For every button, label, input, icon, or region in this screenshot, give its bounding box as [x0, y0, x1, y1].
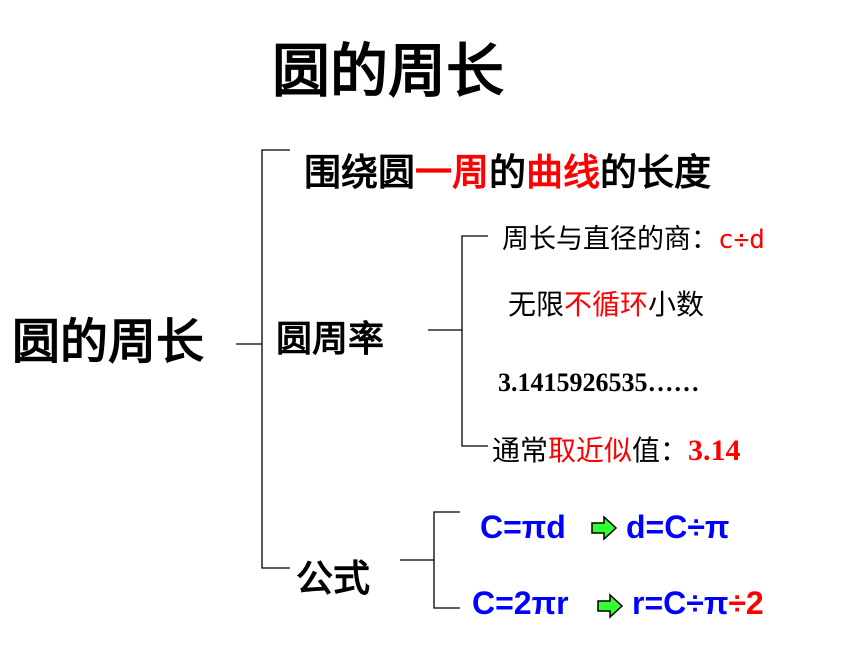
page-title: 圆的周长: [272, 37, 505, 105]
pi-ratio-line: 周长与直径的商：c÷d: [502, 226, 765, 253]
definition-text: 的: [489, 151, 526, 194]
formula-radius-divide-two: ÷2: [728, 585, 764, 621]
pi-nature-text: 小数: [648, 288, 705, 321]
root-node: 圆的周长: [12, 314, 205, 370]
formula-circumference-radius: C=2πr: [472, 585, 569, 621]
formula-radius: r=C÷π÷2: [632, 587, 764, 619]
pi-approx-value: 3.14: [688, 434, 741, 467]
pi-ratio-text: 周长与直径的商：: [502, 224, 718, 255]
formula-circumference-diameter: C=πd: [480, 509, 566, 545]
definition-text: 的长度: [600, 151, 711, 194]
pi-approx-text: 值：: [632, 434, 689, 467]
formula-radius-main: r=C÷π: [632, 585, 729, 621]
definition-highlight-yizhou: 一周: [415, 151, 489, 194]
definition-line: 围绕圆一周的曲线的长度: [304, 154, 711, 191]
pi-digits: 3.1415926535……: [498, 368, 700, 397]
definition-highlight-quxian: 曲线: [526, 151, 600, 194]
pi-approx-line: 通常取近似值：3.14: [492, 436, 741, 466]
formula-node: 公式: [296, 557, 370, 600]
pi-approx-text: 通常: [492, 434, 549, 467]
pi-approx-highlight: 取近似: [548, 434, 633, 467]
definition-text: 围绕圆: [304, 151, 415, 194]
pi-nature-line: 无限不循环小数: [508, 291, 704, 319]
pi-node: 圆周率: [276, 319, 385, 360]
pi-nature-highlight: 不循环: [564, 288, 649, 321]
formula-diameter: d=C÷π: [626, 509, 730, 545]
pi-nature-text: 无限: [508, 288, 565, 321]
pi-ratio-formula: c÷d: [718, 225, 765, 255]
right-arrow-icon: [597, 593, 624, 619]
right-arrow-icon: [591, 515, 618, 541]
